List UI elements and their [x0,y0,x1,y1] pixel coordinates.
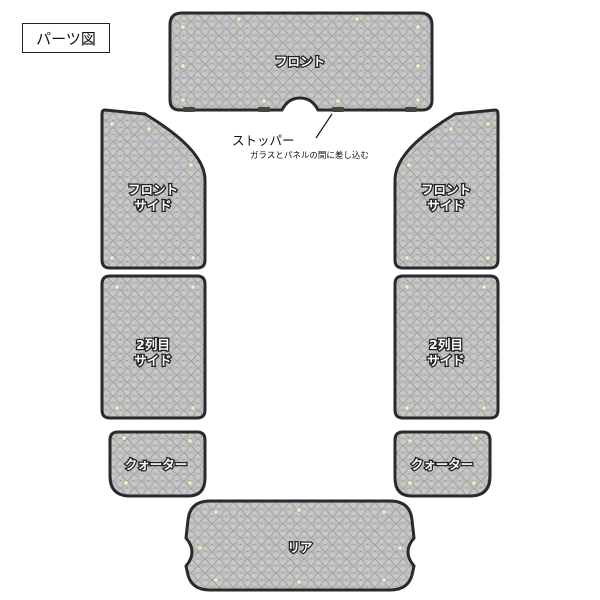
front-side-right-panel: フロント サイド [393,108,500,270]
front-side-right-label-2: サイド [427,198,465,213]
second-row-right-label-1: 2列目 [429,337,463,352]
stopper-title: ストッパー [232,133,295,148]
front-panel: フロント [168,11,434,112]
front-label: フロント [275,54,325,69]
stopper-note: ガラスとパネルの間に差し込む [250,150,369,161]
quarter-left-panel: クォーター [108,430,207,498]
second-row-right-label-2: サイド [427,353,465,368]
front-side-left-label-1: フロント [128,182,178,197]
rear-label: リア [287,540,312,555]
second-row-right-panel: 2列目 サイド [393,274,500,420]
suction-cups [180,16,421,104]
front-side-right-label-1: フロント [421,182,471,197]
second-row-left-label-1: 2列目 [136,337,170,352]
quarter-left-label: クォーター [125,457,188,472]
second-row-left-panel: 2列目 サイド [100,274,207,420]
quarter-right-label: クォーター [411,457,474,472]
quarter-right-panel: クォーター [393,430,492,498]
page-title: パーツ図 [22,23,110,53]
stopper-callout: ストッパー ガラスとパネルの間に差し込む [232,113,369,161]
front-side-left-label-2: サイド [134,198,172,213]
second-row-left-label-2: サイド [134,353,172,368]
front-side-left-panel: フロント サイド [100,108,207,270]
rear-panel: リア [184,499,416,592]
